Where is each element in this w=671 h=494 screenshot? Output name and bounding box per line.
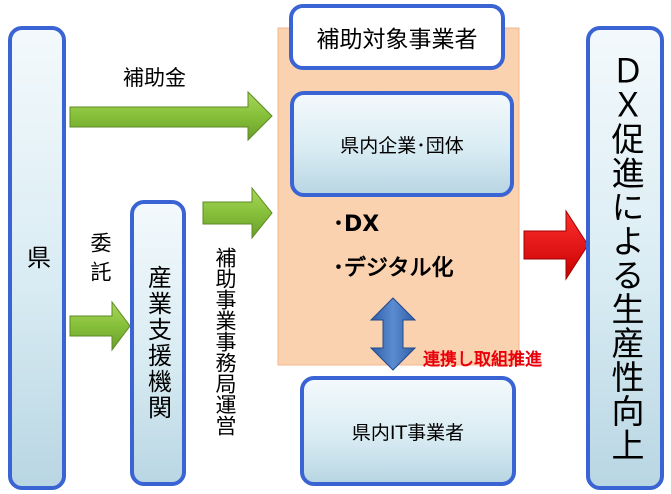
target-header-box: 補助対象事業者 (289, 4, 505, 70)
digital-label: ･デジタル化 (333, 256, 454, 281)
prefecture-label: 県 (22, 245, 51, 271)
subsidy-label: 補助金 (123, 66, 186, 90)
local-companies-box: 県内企業･団体 (290, 91, 514, 197)
prefecture-box: 県 (8, 26, 66, 490)
commission-label: 委託 (88, 232, 112, 290)
outcome-box: ＤＸ促進による生産性向上 (586, 26, 664, 490)
subsidy-arrow (69, 90, 273, 142)
operation-label: 補助事業事務局運営 (213, 247, 237, 436)
support-org-label: 産業支援機関 (143, 265, 172, 421)
local-it-label: 県内IT事業者 (351, 421, 465, 444)
support-org-box: 産業支援機関 (130, 200, 186, 486)
outcome-arrow (523, 209, 589, 281)
dx-label: ･DX (333, 212, 380, 237)
local-it-box: 県内IT事業者 (300, 376, 516, 486)
outcome-label: ＤＸ促進による生産性向上 (606, 54, 645, 462)
target-header-label: 補助対象事業者 (316, 27, 478, 53)
local-companies-label: 県内企業･団体 (340, 134, 464, 157)
collaboration-label: 連携し取組推進 (423, 350, 542, 370)
commission-arrow (69, 300, 131, 352)
collaboration-arrow (369, 297, 417, 371)
operation-arrow (202, 186, 273, 240)
